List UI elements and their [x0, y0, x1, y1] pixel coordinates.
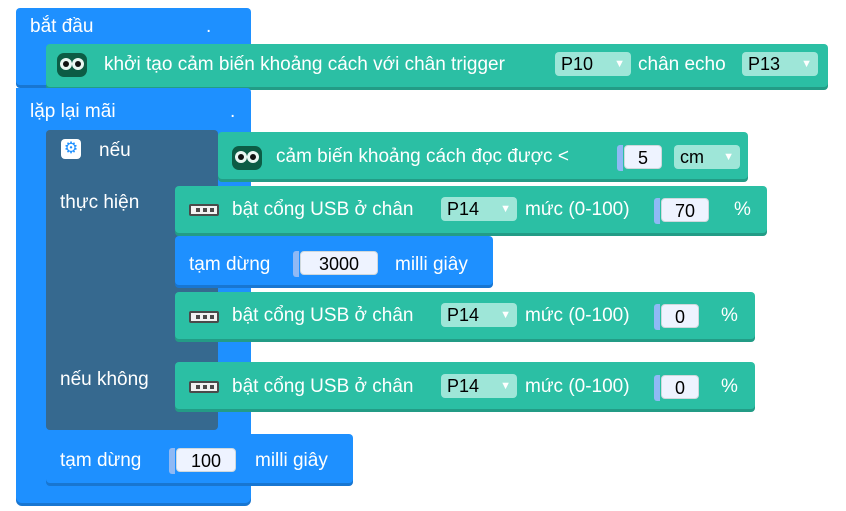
- robot-icon: [232, 146, 262, 170]
- if-label: nếu: [99, 140, 131, 161]
- usb-level-label: mức (0-100): [525, 199, 630, 220]
- pause-label: tạm dừng: [60, 450, 142, 471]
- else-label: nếu không: [60, 369, 149, 390]
- gear-icon[interactable]: ⚙: [61, 139, 81, 159]
- pause-label: tạm dừng: [189, 254, 271, 275]
- percent-label: %: [734, 199, 751, 220]
- usb-level-label: mức (0-100): [525, 305, 630, 326]
- echo-pin-dropdown[interactable]: P13 ▼: [742, 52, 818, 76]
- value-slot-cap: [654, 375, 660, 401]
- distance-unit-dropdown[interactable]: cm ▼: [674, 145, 740, 169]
- usb-level-input[interactable]: 0: [661, 375, 699, 399]
- forever-dot: .: [230, 101, 236, 122]
- usb-pin-dropdown[interactable]: P14 ▼: [441, 374, 517, 398]
- chevron-down-icon: ▼: [500, 203, 511, 215]
- usb-pin-value: P14: [447, 199, 480, 219]
- distance-threshold-input[interactable]: 5: [624, 145, 662, 169]
- echo-pin-value: P13: [748, 54, 781, 74]
- chevron-down-icon: ▼: [723, 151, 734, 163]
- then-label: thực hiện: [60, 192, 140, 213]
- init-distance-sensor-block[interactable]: [46, 44, 828, 90]
- value-slot-cap: [169, 448, 175, 474]
- usb-pin-value: P14: [447, 305, 480, 325]
- trigger-pin-value: P10: [561, 54, 594, 74]
- forever-label: lặp lại mãi: [30, 101, 116, 122]
- pause-duration-input[interactable]: 3000: [300, 251, 378, 275]
- value-slot-cap: [617, 145, 623, 171]
- pause-unit-label: milli giây: [255, 450, 328, 471]
- distance-unit-value: cm: [680, 147, 704, 167]
- percent-label: %: [721, 376, 738, 397]
- init-sensor-label: khởi tạo cảm biến khoảng cách với chân t…: [104, 54, 505, 75]
- usb-on-label: bật cổng USB ở chân: [232, 199, 414, 220]
- usb-icon: [189, 311, 219, 323]
- value-slot-cap: [654, 304, 660, 330]
- value-slot-cap: [654, 198, 660, 224]
- percent-label: %: [721, 305, 738, 326]
- trigger-pin-dropdown[interactable]: P10 ▼: [555, 52, 631, 76]
- usb-pin-dropdown[interactable]: P14 ▼: [441, 197, 517, 221]
- value-slot-cap: [293, 251, 299, 277]
- pause-duration-input[interactable]: 100: [176, 448, 236, 472]
- chevron-down-icon: ▼: [614, 58, 625, 70]
- chevron-down-icon: ▼: [801, 58, 812, 70]
- usb-on-label: bật cổng USB ở chân: [232, 376, 414, 397]
- robot-icon: [57, 53, 87, 77]
- on-start-label: bắt đầu: [30, 16, 94, 37]
- usb-on-label: bật cổng USB ở chân: [232, 305, 414, 326]
- usb-icon: [189, 381, 219, 393]
- usb-pin-value: P14: [447, 376, 480, 396]
- usb-level-input[interactable]: 70: [661, 198, 709, 222]
- usb-icon: [189, 204, 219, 216]
- echo-pin-label: chân echo: [638, 54, 726, 75]
- pause-unit-label: milli giây: [395, 254, 468, 275]
- distance-condition-label: cảm biến khoảng cách đọc được <: [276, 146, 569, 167]
- chevron-down-icon: ▼: [500, 380, 511, 392]
- chevron-down-icon: ▼: [500, 309, 511, 321]
- usb-pin-dropdown[interactable]: P14 ▼: [441, 303, 517, 327]
- usb-level-label: mức (0-100): [525, 376, 630, 397]
- on-start-dot: .: [206, 16, 212, 37]
- usb-level-input[interactable]: 0: [661, 304, 699, 328]
